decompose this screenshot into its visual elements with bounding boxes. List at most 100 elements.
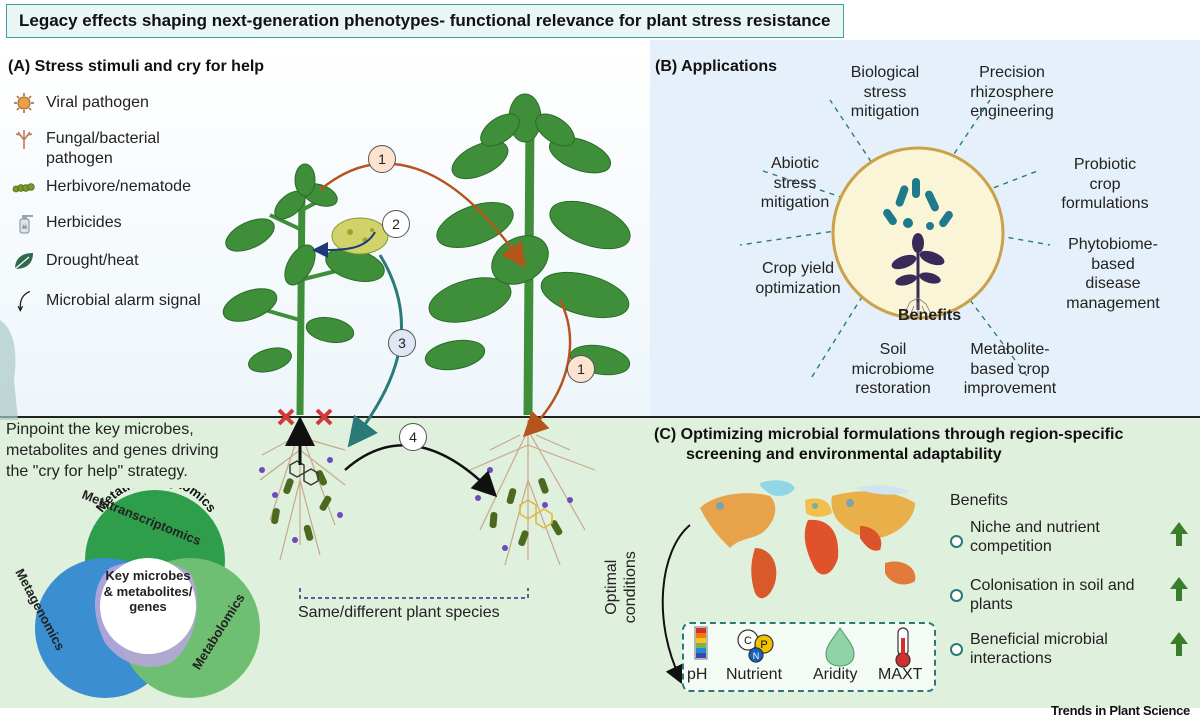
panel-c-heading-line2: screening and environmental adaptability — [686, 446, 1002, 463]
benefit-colonisation: Colonisation in soil and plants — [970, 576, 1135, 614]
pinpoint-line: the "cry for help" strategy. — [6, 462, 188, 480]
tree-silhouette — [0, 320, 18, 420]
soil-molecules — [519, 499, 553, 529]
app-phytobiome-disease: Phytobiome- based disease management — [1048, 235, 1178, 313]
ph-scale-icon — [694, 626, 708, 660]
species-label: Same/different plant species — [298, 604, 500, 621]
aridity-drop-icon — [825, 627, 855, 667]
thermometer-icon — [895, 627, 911, 668]
panel-b-heading: (B) Applications — [655, 58, 778, 75]
panel-a-background — [0, 40, 650, 418]
legend-label: Fungal/bacterial — [46, 130, 160, 147]
benefit-line: Niche and nutrient — [970, 519, 1100, 536]
blocked-marks — [277, 408, 333, 426]
step1-arrow-top — [319, 162, 526, 269]
legend-drought: Drought/heat — [12, 250, 139, 272]
venn-center-label: Key microbes & metabolites/ genes — [88, 568, 208, 615]
app-crop-yield: Crop yield optimization — [738, 259, 858, 298]
bullet-icon — [950, 643, 963, 656]
legend-label: Microbial alarm signal — [46, 292, 201, 309]
venn-center-line: Key microbes — [105, 568, 191, 583]
legend-label: Herbivore/nematode — [46, 178, 191, 195]
root-molecules — [289, 460, 319, 486]
app-line: rhizosphere — [970, 83, 1054, 101]
app-line: formulations — [1061, 195, 1149, 213]
app-line: engineering — [970, 103, 1054, 121]
left-plant — [222, 163, 389, 416]
benefits-heading: Benefits — [950, 492, 1008, 509]
world-map — [700, 480, 916, 599]
nutrient-icon: C P N — [737, 629, 774, 663]
app-line: Precision — [979, 64, 1045, 81]
species-bracket — [299, 588, 529, 599]
conditions-icons: C P N — [694, 626, 911, 668]
benefit-line: Beneficial microbial — [970, 631, 1108, 648]
pinpoint-line: metabolites and genes driving — [6, 441, 219, 459]
legend-fungal: Fungal/bacterial — [12, 128, 160, 150]
legend-herbivore: Herbivore/nematode — [12, 176, 191, 198]
right-plant — [424, 93, 631, 416]
up-arrow-icon — [1170, 577, 1188, 601]
app-abiotic-stress: Abiotic stress mitigation — [745, 154, 845, 213]
legend-label: Drought/heat — [46, 252, 139, 269]
app-line: mitigation — [760, 194, 830, 212]
circle-microbes-icon — [883, 178, 953, 230]
step-1b-badge: 1 — [567, 355, 595, 383]
circle-plant-roots — [903, 297, 933, 321]
legend-label: Viral pathogen — [46, 94, 149, 111]
optimal-line: Optimal — [602, 559, 620, 615]
condition-aridity: Aridity — [813, 666, 858, 683]
optimal-line: conditions — [622, 551, 640, 624]
benefit-up-arrows — [1170, 522, 1188, 656]
venn-center-line: genes — [129, 599, 167, 615]
app-line: restoration — [855, 380, 931, 398]
fungus-icon — [15, 130, 33, 149]
caterpillar-icon — [12, 183, 35, 193]
benefit-line: plants — [970, 596, 1013, 614]
circle-plant-leaves — [891, 233, 945, 286]
app-line: improvement — [963, 380, 1057, 398]
app-line: Metabolite- — [970, 341, 1050, 358]
app-line: stress — [773, 174, 817, 192]
up-arrow-icon — [1170, 522, 1188, 546]
app-soil-microbiome: Soil microbiome restoration — [838, 340, 948, 399]
spray-bottle-icon: ☠ — [19, 215, 33, 234]
alarm-arrow-icon — [17, 290, 31, 312]
app-line: stress — [863, 83, 907, 101]
svg-text:☠: ☠ — [21, 223, 27, 231]
optimal-conditions-arrow — [661, 524, 691, 686]
omics-venn-diagram: Metatranscriptomics — [35, 488, 260, 698]
benefit-niche: Niche and nutrient competition — [970, 518, 1100, 556]
soil-metabolites — [259, 457, 573, 551]
applications-wheel — [739, 99, 1051, 381]
pinpoint-line: Pinpoint the key microbes, — [6, 421, 194, 438]
benefit-line: competition — [970, 538, 1052, 556]
svg-text:C: C — [744, 635, 752, 647]
conditions-box — [682, 622, 936, 692]
pinpoint-text: Pinpoint the key microbes, metabolites a… — [6, 420, 219, 482]
app-probiotic-crop: Probiotic crop formulations — [1045, 155, 1165, 214]
app-line: Abiotic — [770, 155, 820, 172]
condition-maxt: MAXT — [878, 666, 923, 683]
journal-footer: Trends in Plant Science — [1050, 703, 1190, 718]
bullet-icon — [950, 535, 963, 548]
step4-arrow — [344, 444, 498, 498]
optimal-conditions-label: Optimal conditions — [602, 551, 640, 623]
app-biological-stress: Biological stress mitigation — [830, 63, 940, 122]
benefits-center-label: Benefits — [898, 307, 962, 324]
left-roots — [259, 420, 346, 561]
ground-line — [0, 416, 1200, 418]
benefit-interactions: Beneficial microbial interactions — [970, 630, 1108, 668]
legend-label: Herbicides — [46, 214, 122, 231]
legend-viral: Viral pathogen — [12, 92, 149, 114]
virus-icon — [14, 93, 34, 113]
panel-c-heading-line1: (C) Optimizing microbial formulations th… — [654, 426, 1124, 443]
app-line: Probiotic — [1073, 156, 1137, 173]
svg-text:N: N — [753, 651, 760, 661]
legend-label-cont: pathogen — [46, 150, 113, 167]
bullet-icon — [950, 589, 963, 602]
figure-title: Legacy effects shaping next-generation p… — [6, 4, 844, 38]
condition-nutrient: Nutrient — [726, 666, 783, 683]
venn-center-line: & metabolites/ — [103, 583, 193, 599]
